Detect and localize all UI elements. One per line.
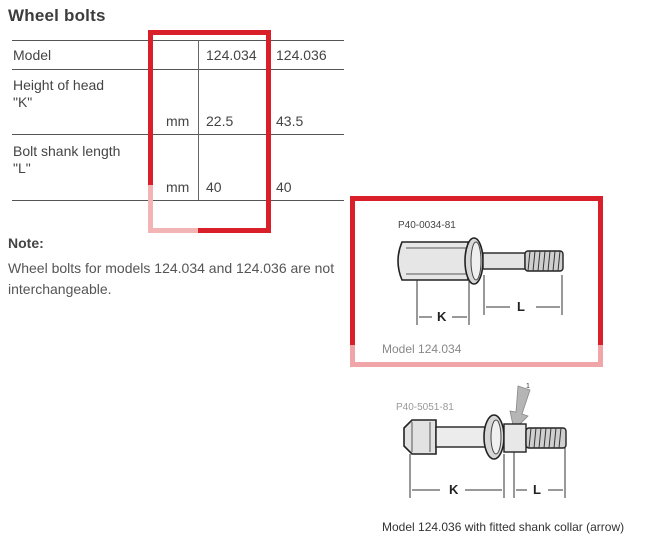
row-label: Height of head bbox=[13, 77, 105, 93]
header-value-124034: 124.034 bbox=[206, 47, 257, 63]
dimension-l-label: L bbox=[517, 299, 525, 314]
table-rule-top bbox=[12, 40, 344, 41]
row-value-124036: 40 bbox=[276, 179, 292, 195]
table-rule-bottom bbox=[12, 200, 344, 201]
highlight-box-figure-124034 bbox=[350, 196, 603, 367]
table-rule bbox=[12, 69, 344, 70]
header-value-124036: 124.036 bbox=[276, 47, 327, 63]
row-unit: mm bbox=[166, 179, 190, 195]
figure-part-number: P40-0034-81 bbox=[398, 220, 456, 231]
figure-caption: Model 124.034 bbox=[382, 342, 462, 356]
table-rule bbox=[12, 134, 344, 135]
highlight-box-faded-edge bbox=[350, 345, 603, 367]
row-label: Bolt shank length bbox=[13, 143, 121, 159]
note-body: Wheel bolts for models 124.034 and 124.0… bbox=[8, 260, 335, 297]
row-value-124034: 40 bbox=[206, 179, 222, 195]
bolt-drawing-124034 bbox=[397, 237, 564, 325]
note-title: Note: bbox=[8, 235, 44, 251]
row-value-124034: 22.5 bbox=[206, 113, 234, 129]
arrow-icon bbox=[509, 385, 531, 431]
header-label: Model bbox=[13, 47, 52, 63]
row-label-symbol: "L" bbox=[13, 160, 31, 176]
bolt-drawing-124036 bbox=[403, 385, 567, 498]
highlight-box-column-124034 bbox=[148, 30, 271, 233]
row-label-symbol: "K" bbox=[13, 94, 33, 110]
dimension-k-label: K bbox=[437, 309, 447, 324]
figure-part-number: P40-5051-81 bbox=[396, 402, 454, 413]
row-unit: mm bbox=[166, 113, 190, 129]
highlight-box-faded-edge bbox=[148, 228, 198, 233]
table-column-divider bbox=[198, 40, 199, 200]
arrow-callout-number: 1 bbox=[526, 383, 530, 390]
row-value-124036: 43.5 bbox=[276, 113, 304, 129]
dimension-k-label: K bbox=[449, 482, 459, 497]
page-title: Wheel bolts bbox=[8, 6, 106, 25]
highlight-box-faded-edge bbox=[148, 185, 153, 233]
dimension-l-label: L bbox=[533, 482, 541, 497]
figure-caption: Model 124.036 with fitted shank collar (… bbox=[382, 520, 625, 534]
